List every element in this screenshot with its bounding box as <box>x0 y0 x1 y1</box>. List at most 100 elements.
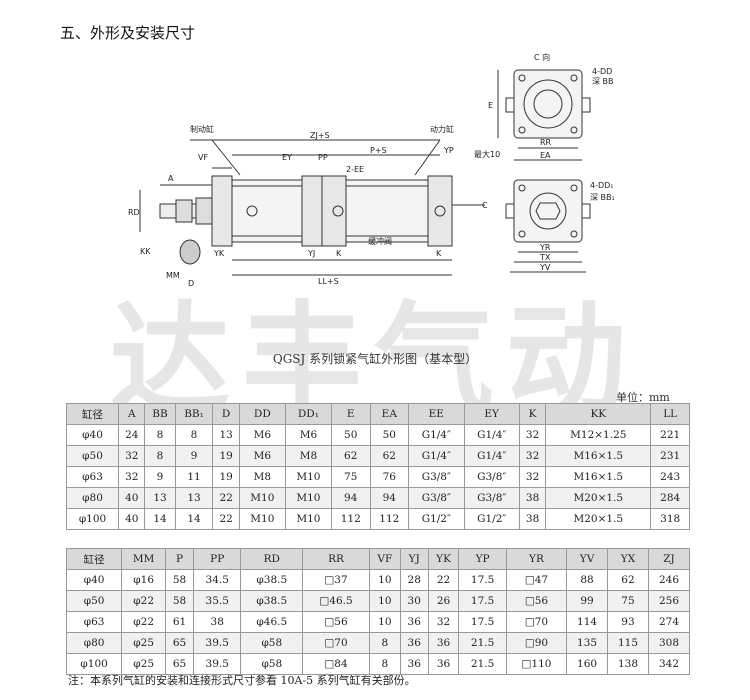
table-cell: 26 <box>427 590 460 612</box>
table-cell: 8 <box>144 445 176 467</box>
column-header: EY <box>463 403 520 425</box>
table-cell: 10 <box>368 611 401 633</box>
column-header: LL <box>650 403 690 425</box>
table-cell: 138 <box>607 653 649 675</box>
table-cell: φ58 <box>240 653 304 675</box>
table-cell: G3/8″ <box>408 487 465 509</box>
label-4dd1: 4-DD₁ <box>590 181 614 190</box>
cylinder-drawing: 制动缸 动力缸 ZJ+S P+S VF EY PP YP 2-EE A RD K… <box>128 52 615 288</box>
table-cell: 88 <box>566 569 609 591</box>
label-4dd: 4-DD <box>592 67 612 76</box>
table-cell: 17.5 <box>458 611 507 633</box>
table-cell: M6 <box>238 424 286 446</box>
table-cell: G3/8″ <box>463 466 520 488</box>
column-header: K <box>518 403 547 425</box>
table-cell: 65 <box>165 653 194 675</box>
table-cell: 9 <box>144 466 176 488</box>
table-cell: 39.5 <box>192 632 242 654</box>
table-cell: φ100 <box>65 653 123 675</box>
table-cell: M8 <box>284 445 332 467</box>
table-cell: 62 <box>607 569 649 591</box>
table-cell: φ50 <box>65 445 120 467</box>
table-cell: M16×1.5 <box>545 445 652 467</box>
table-cell: φ80 <box>65 632 123 654</box>
table-cell: 135 <box>566 632 609 654</box>
label-cushion: 缓冲阀 <box>368 236 392 246</box>
label-max10: 最大10 <box>474 149 500 159</box>
table-cell: 62 <box>330 445 371 467</box>
table-cell: □70 <box>302 632 370 654</box>
table-cell: □70 <box>505 611 568 633</box>
label-deep-bb1: 深 BB₁ <box>590 193 615 202</box>
table-cell: φ40 <box>65 569 123 591</box>
table-cell: φ46.5 <box>240 611 304 633</box>
column-header: D <box>212 403 240 425</box>
label-k1: K <box>336 249 342 258</box>
table-cell: 17.5 <box>458 590 507 612</box>
table-cell: G3/8″ <box>463 487 520 509</box>
table-cell: 65 <box>165 632 194 654</box>
table-cell: 13 <box>174 487 214 509</box>
column-header: 缸径 <box>65 403 120 425</box>
column-header: DD <box>238 403 286 425</box>
table-cell: φ40 <box>65 424 120 446</box>
label-yv: YV <box>539 263 551 272</box>
label-kk: KK <box>140 247 151 256</box>
table-cell: 32 <box>427 611 460 633</box>
table-cell: M10 <box>284 466 332 488</box>
column-header: BB₁ <box>174 403 214 425</box>
table-cell: M12×1.25 <box>545 424 652 446</box>
table-cell: 32 <box>118 445 146 467</box>
column-header: A <box>118 403 146 425</box>
table-cell: 14 <box>174 508 214 530</box>
column-header: DD₁ <box>284 403 332 425</box>
table-cell: 11 <box>174 466 214 488</box>
label-yk: YK <box>213 249 225 258</box>
table-cell: 21.5 <box>458 632 507 654</box>
table-cell: □110 <box>505 653 568 675</box>
label-power-cylinder: 动力缸 <box>430 124 454 134</box>
table-cell: φ22 <box>121 611 167 633</box>
label-k2: K <box>436 249 442 258</box>
table-cell: 36 <box>427 632 460 654</box>
label-vf: VF <box>198 153 208 162</box>
footnote: 注：本系列气缸的安装和连接形式尺寸参看 10A-5 系列气缸有关部份。 <box>68 674 416 687</box>
table-cell: φ38.5 <box>240 569 304 591</box>
column-header: MM <box>121 548 167 570</box>
label-c: C <box>482 201 488 210</box>
column-header: EA <box>369 403 410 425</box>
table-cell: 221 <box>650 424 690 446</box>
label-p-s: P+S <box>370 146 387 155</box>
label-yj: YJ <box>307 249 315 258</box>
table-cell: φ22 <box>121 590 167 612</box>
table-cell: G1/4″ <box>408 445 465 467</box>
table-cell: 93 <box>607 611 649 633</box>
table-cell: 24 <box>118 424 146 446</box>
table-cell: M16×1.5 <box>545 466 652 488</box>
label-c-view: C 向 <box>534 52 550 62</box>
table-cell: M20×1.5 <box>545 487 652 509</box>
table-cell: □56 <box>302 611 370 633</box>
table-cell: 32 <box>518 445 547 467</box>
table-cell: M8 <box>238 466 286 488</box>
label-a: A <box>168 174 174 183</box>
table-cell: 40 <box>118 487 146 509</box>
column-header: YJ <box>399 548 429 570</box>
table-cell: φ100 <box>65 508 120 530</box>
table-cell: M6 <box>284 424 332 446</box>
column-header: YP <box>458 548 507 570</box>
table-cell: 14 <box>144 508 176 530</box>
table-cell: □90 <box>505 632 568 654</box>
label-ea: EA <box>540 151 551 160</box>
label-yr: YR <box>539 243 551 252</box>
table-cell: 10 <box>368 590 401 612</box>
table-cell: φ63 <box>65 611 123 633</box>
column-header: KK <box>545 403 652 425</box>
